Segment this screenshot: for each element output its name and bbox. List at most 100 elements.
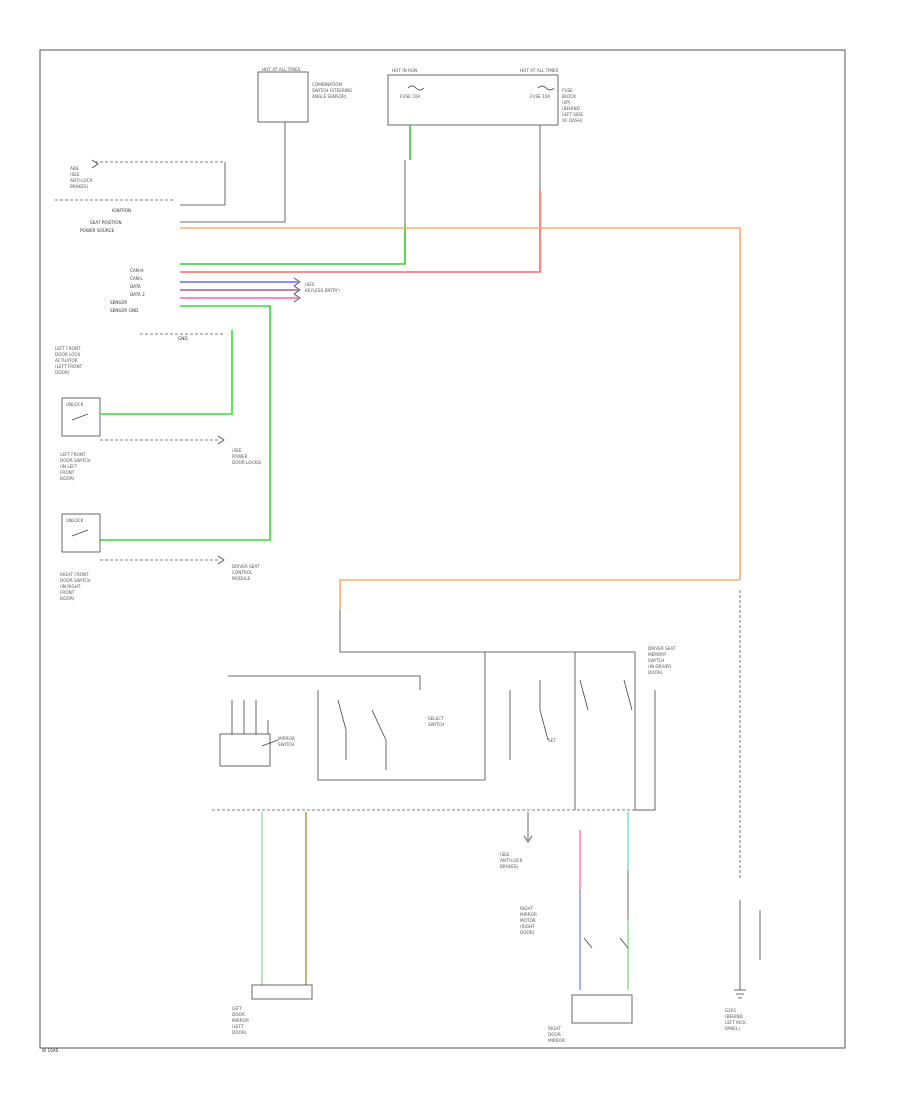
combination-switch: HOT AT ALL TIMES COMBINATION SWITCH (STE… [257, 67, 352, 123]
bcm-pin-label: SENSOR [110, 300, 127, 305]
ground-line: G201 [725, 1008, 737, 1013]
footer-code: W 10AS [42, 1048, 59, 1053]
wire-green-ignition [180, 225, 406, 265]
right-mirror-line: MIRROR [548, 1038, 565, 1043]
right-door-switch-line: DOOR) [60, 596, 75, 601]
select-switch-line: SELECT [428, 716, 444, 721]
ground-line: LEFT KICK [725, 1020, 746, 1025]
left-door-switch-line: FRONT [60, 470, 75, 475]
left-door-switch-line: (IN LEFT [60, 464, 78, 469]
keyless-ref-line: KEYLESS ENTRY) [305, 288, 340, 293]
diagram-border [39, 49, 846, 1049]
left-mirror-line: LEFT [232, 1006, 242, 1011]
bcm-pin-label: POWER SOURCE [80, 228, 114, 233]
left-mirror: LEFT DOOR MIRROR (LEFT DOOR) [232, 984, 313, 1035]
left-mirror-line: DOOR) [232, 1030, 247, 1035]
fuse-block-side-line: BLOCK [562, 94, 576, 99]
right-mirror-control-line: MOTOR [520, 918, 536, 923]
mirror-switch-line: MIRROR [278, 736, 295, 741]
bcm-pin-label: DATA 2 [130, 292, 145, 297]
left-door-switch-line: DOOR) [60, 476, 75, 481]
left-door-switch-label: UNLOCK [66, 402, 84, 407]
right-door-switch-label: UNLOCK [66, 518, 84, 523]
abs-bottom-line: (SEE [500, 852, 510, 857]
left-door-switch-line: LEFT FRONT [60, 452, 86, 457]
memory-switch-line: SWITCH [648, 658, 664, 663]
right-door-switch-line: FRONT [60, 590, 75, 595]
ground-point: G201 (BEHIND LEFT KICK PANEL) [725, 590, 761, 1031]
right-mirror-line: RIGHT [548, 1026, 562, 1031]
fuse-block-header-right: HOT AT ALL TIMES [520, 68, 559, 73]
bcm-pin-label: IGNITION [112, 208, 131, 213]
left-mirror-line: MIRROR [232, 1018, 249, 1023]
memory-switches: SET DRIVER SEAT MEMORY SWITCH (IN DRIVER… [509, 646, 676, 811]
abs-ref-line: BRAKES) [70, 184, 89, 189]
fuse-right-label: FUSE 10A [530, 94, 550, 99]
combination-switch-line: ANGLE SENSOR) [312, 94, 347, 99]
right-mirror-control-line: MIRROR [520, 912, 537, 917]
right-door-switch: UNLOCK RIGHT FRONT DOOR SWITCH (IN RIGHT… [60, 513, 260, 601]
abs-bottom-reference: (SEE ANTI-LOCK BRAKES) [500, 812, 533, 869]
fuse-block-side-line: (BEHIND [562, 106, 580, 111]
seat-module-ref-line: CONTROL [232, 570, 253, 575]
abs-ref-line: (SEE [70, 172, 80, 177]
wire-black-combo [180, 122, 286, 223]
ground-line: (BEHIND [725, 1014, 743, 1019]
left-door-switch-line: DOOR SWITCH [60, 458, 90, 463]
fuse-block-side-line: OF DASH) [562, 118, 583, 123]
bcm-pin-label: GND [178, 336, 188, 341]
wire-orange-drop [339, 579, 740, 610]
wire-green-sensor [100, 305, 271, 541]
bcm-pin-label: DATA [130, 284, 141, 289]
left-front-door-lock-actuator: LEFT FRONT DOOR LOCK ACTUATOR (LEFT FRON… [55, 346, 83, 375]
left-mirror-line: DOOR [232, 1012, 245, 1017]
memory-switch-line: (IN DRIVER [648, 664, 671, 669]
right-door-switch-line: (IN RIGHT [60, 584, 81, 589]
fuse-block-header-left: HOT IN RUN [392, 68, 417, 73]
left-mirror-line: (LEFT [232, 1024, 244, 1029]
keyfob-ref-line: (SEE [232, 448, 242, 453]
fuse-block: HOT IN RUN HOT AT ALL TIMES FUSE 10A FUS… [387, 68, 583, 126]
left-lock-line: DOOR LOCK [55, 352, 80, 357]
bcm-pin-rows: IGNITION SEAT POSITION POWER SOURCE CAN-… [55, 199, 225, 341]
right-door-switch-line: RIGHT FRONT [60, 572, 89, 577]
left-lock-line: LEFT FRONT [55, 346, 81, 351]
power-mirror-switch: MIRROR SWITCH SELECT SWITCH [219, 675, 485, 781]
left-door-switch: UNLOCK LEFT FRONT DOOR SWITCH (IN LEFT F… [60, 330, 262, 481]
abs-ref-line: ANTI-LOCK [70, 178, 93, 183]
memory-switch-line: DRIVER SEAT [648, 646, 676, 651]
ground-line: PANEL) [725, 1026, 740, 1031]
right-mirror-control-line: (RIGHT [520, 924, 535, 929]
right-mirror-control-line: DOOR) [520, 930, 535, 935]
combination-switch-header: HOT AT ALL TIMES [262, 67, 301, 72]
left-lock-line: DOOR) [55, 370, 70, 375]
abs-ref-label: ABS [70, 166, 79, 171]
bcm-pin-label: CAN-L [130, 276, 143, 281]
fuse-block-side-line: LEFT SIDE [562, 112, 583, 117]
fuse-block-side-line: (I/P) [562, 100, 571, 105]
left-lock-line: ACTUATOR [55, 358, 78, 363]
fuse-left-label: FUSE 10A [400, 94, 420, 99]
ground-bus [339, 610, 635, 653]
keyless-ref-line: (SEE [305, 282, 315, 287]
abs-bottom-line: BRAKES) [500, 864, 519, 869]
combination-switch-line: COMBINATION [312, 82, 342, 87]
left-lock-line: (LEFT FRONT [55, 364, 83, 369]
seat-module-ref-line: DRIVER SEAT [232, 564, 260, 569]
wire-orange-power [180, 227, 741, 580]
right-mirror: RIGHT MIRROR MOTOR (RIGHT DOOR) RIGHT DO… [520, 906, 633, 1043]
abs-reference: ABS (SEE ANTI-LOCK BRAKES) [70, 159, 226, 206]
combination-switch-line: SWITCH (STEERING [312, 88, 352, 93]
fuse-block-side-line: FUSE [562, 88, 573, 93]
seat-module-ref-line: MODULE [232, 576, 251, 581]
mirror-switch-line: SWITCH [278, 742, 294, 747]
keyfob-ref-line: DOOR LOCKS) [232, 460, 262, 465]
right-door-switch-line: DOOR SWITCH [60, 578, 90, 583]
wire-red-fuse [180, 190, 541, 273]
bcm-pin-label: CAN-H [130, 268, 144, 273]
bcm-pin-label: SENSOR GND [110, 308, 138, 313]
set-switch-line: SET [548, 738, 556, 743]
memory-switch-line: DOOR) [648, 670, 663, 675]
keyfob-ref-line: POWER [232, 454, 248, 459]
